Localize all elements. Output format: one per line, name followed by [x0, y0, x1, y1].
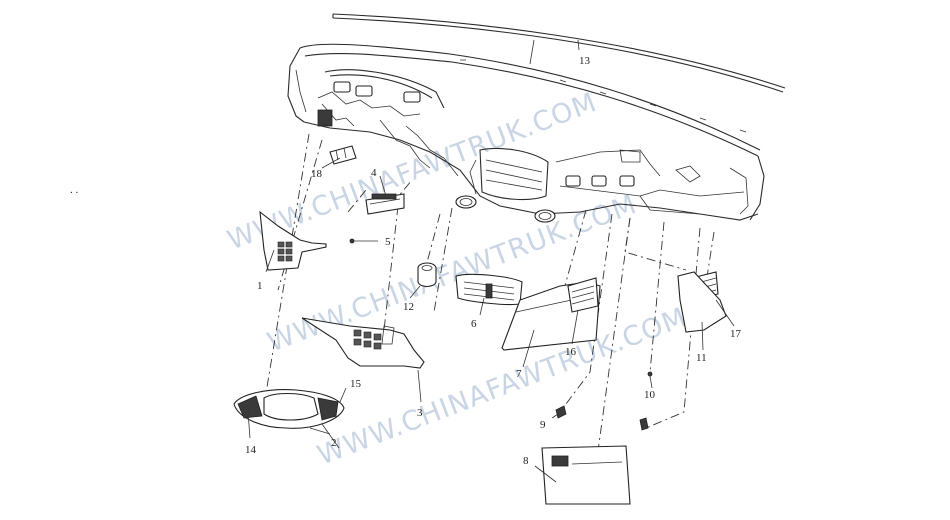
callout-13: 13 [579, 55, 591, 67]
stray-marks: . . [70, 184, 79, 196]
part-2-trim [309, 427, 331, 435]
leader-lines [247, 39, 735, 483]
callout-12: 12 [403, 301, 414, 313]
callout-8: 8 [523, 455, 529, 467]
callout-15: 15 [350, 378, 362, 390]
part-16-right-vent [567, 277, 599, 313]
part-10-bracket [639, 417, 649, 431]
callout-4: 4 [371, 167, 377, 179]
part-4-switch-panel [365, 193, 405, 215]
callout-16: 16 [565, 346, 577, 358]
callout-2: 2 [331, 437, 337, 449]
callout-9: 9 [540, 419, 546, 431]
callout-7: 7 [516, 368, 522, 380]
callout-14: 14 [245, 444, 257, 456]
watermark-3: WWW.CHINAFAWTRUK.COM [313, 302, 691, 472]
callout-5: 5 [385, 236, 391, 248]
callout-3: 3 [417, 407, 423, 419]
part-3-center-console-panel [301, 317, 425, 369]
part-13-top-trim [332, 13, 786, 93]
callout-11: 11 [696, 352, 707, 364]
part-1-left-panel [259, 210, 327, 271]
part-11-side-panel [677, 271, 727, 333]
part-6-center-vent [455, 273, 523, 306]
part-10-clip [647, 371, 653, 377]
callout-1: 1 [257, 280, 263, 292]
callout-6: 6 [471, 318, 477, 330]
callout-10: 10 [644, 389, 656, 401]
part-5-screw [349, 238, 378, 244]
callout-18: 18 [311, 168, 323, 180]
callout-17: 17 [730, 328, 742, 340]
part-8-lower-panel [541, 445, 631, 505]
dashboard-main-body [287, 43, 765, 223]
part-12-knob [417, 262, 437, 288]
part-14-cluster-bezel [233, 389, 345, 429]
callout-labels: 1 2 3 4 5 6 7 8 9 10 11 12 13 14 15 16 1… [245, 55, 742, 467]
part-9-clip [555, 405, 567, 419]
